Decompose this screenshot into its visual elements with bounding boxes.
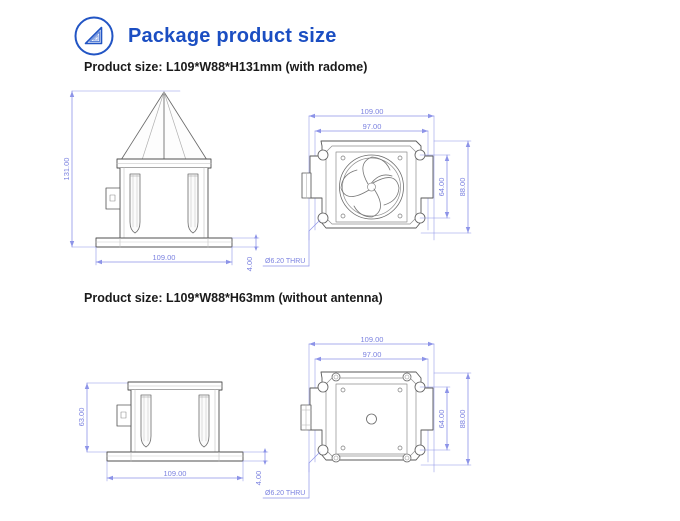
dimension-label-4: 4.00 bbox=[245, 257, 254, 272]
plan-view-with-radome: 109.00 97.00 bbox=[262, 100, 503, 290]
plan-view-without-antenna: 109.00 97.00 bbox=[262, 330, 503, 520]
side-connector bbox=[116, 404, 132, 427]
side-connector bbox=[105, 187, 121, 210]
dimension-overall-width bbox=[420, 140, 472, 234]
dimension-hole-span-y bbox=[419, 154, 451, 219]
radome-cone bbox=[120, 91, 208, 161]
internal-standoff-left bbox=[129, 173, 141, 234]
hole-callout-leader bbox=[262, 451, 321, 499]
center-vent-hole bbox=[366, 413, 377, 425]
dimension-label-63: 63.00 bbox=[77, 408, 86, 427]
dimension-label-88: 88.00 bbox=[458, 410, 467, 429]
dimension-label-64: 64.00 bbox=[437, 178, 446, 197]
hole-callout-label: Ø6.20 THRU bbox=[265, 258, 305, 265]
dimension-overall-length bbox=[308, 113, 435, 241]
internal-standoff-right bbox=[187, 173, 199, 234]
section-caption-without-antenna: Product size: L109*W88*H63mm (without an… bbox=[84, 291, 383, 305]
dimension-label-4: 4.00 bbox=[254, 471, 263, 486]
corner-screw-boss-set bbox=[331, 372, 412, 463]
side-view-with-radome: 131.00 bbox=[58, 84, 288, 279]
internal-standoff-right bbox=[198, 394, 210, 448]
top-flange bbox=[127, 381, 223, 391]
side-view-without-antenna: 63.00 bbox=[52, 368, 287, 503]
dimension-label-97: 97.00 bbox=[363, 122, 382, 131]
dimension-overall-length bbox=[106, 460, 244, 482]
dimension-hole-span-x bbox=[314, 356, 429, 463]
dimension-label-131: 131.00 bbox=[62, 158, 71, 181]
dimension-label-64: 64.00 bbox=[437, 410, 446, 429]
dimension-label-109: 109.00 bbox=[164, 469, 187, 478]
page-header: Package product size bbox=[72, 14, 337, 58]
side-connector bbox=[300, 404, 312, 431]
page-title: Package product size bbox=[128, 24, 337, 47]
dimension-label-88: 88.00 bbox=[458, 178, 467, 197]
section-caption-with-radome: Product size: L109*W88*H131mm (with rado… bbox=[84, 60, 368, 74]
dimension-overall-width bbox=[420, 372, 472, 466]
fan-impeller bbox=[339, 154, 404, 220]
dimension-overall-height bbox=[69, 90, 181, 248]
dimension-overall-length bbox=[95, 246, 233, 266]
side-connector bbox=[301, 172, 312, 199]
dimension-foot-thickness bbox=[242, 448, 269, 465]
top-flange bbox=[116, 158, 212, 169]
base-plate bbox=[106, 451, 244, 462]
internal-standoff-left bbox=[140, 394, 152, 448]
dimension-label-109: 109.00 bbox=[153, 253, 176, 262]
dimension-label-109: 109.00 bbox=[361, 107, 384, 116]
dimension-foot-thickness bbox=[231, 234, 260, 251]
dimension-label-109: 109.00 bbox=[361, 335, 384, 344]
hole-callout-label: Ø6.20 THRU bbox=[265, 490, 305, 497]
set-square-triangle-ruler-icon bbox=[72, 14, 116, 58]
hole-callout-leader bbox=[262, 219, 321, 267]
dimension-label-97: 97.00 bbox=[363, 350, 382, 359]
base-plate bbox=[95, 237, 233, 248]
dimension-hole-span-y bbox=[419, 386, 451, 451]
mounting-hole-set bbox=[317, 381, 426, 456]
